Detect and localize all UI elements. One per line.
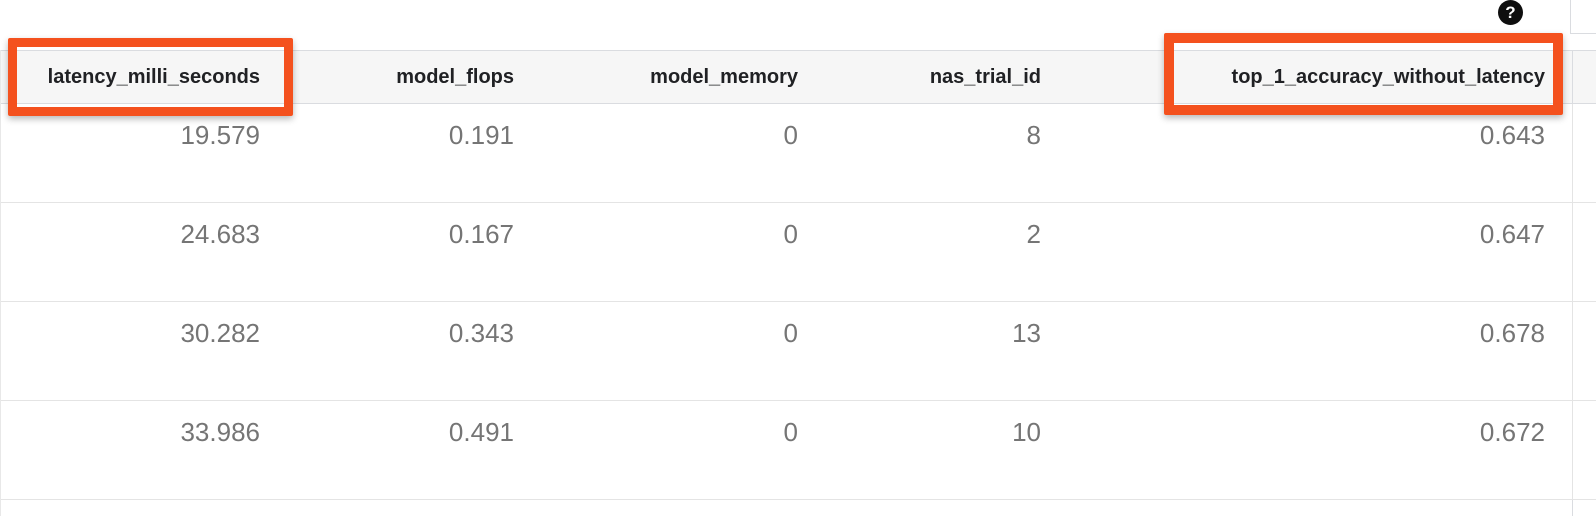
cell-overflow bbox=[1572, 401, 1596, 499]
cell-model-flops: 0.491 bbox=[448, 417, 514, 447]
cell-model-memory: 0 bbox=[783, 219, 798, 249]
table-row: 33.986 0.491 0 10 0.672 bbox=[1, 401, 1596, 500]
cell-model-memory: 0 bbox=[783, 417, 798, 447]
cell-top-1-accuracy: 0.678 bbox=[1479, 318, 1545, 348]
cell-latency: 24.683 bbox=[180, 219, 260, 249]
cell-latency: 19.579 bbox=[180, 120, 260, 150]
cell-overflow bbox=[1572, 104, 1596, 202]
cell-model-flops: 0.191 bbox=[448, 120, 514, 150]
cell-latency: 30.282 bbox=[180, 318, 260, 348]
cell-top-1-accuracy: 0.647 bbox=[1479, 219, 1545, 249]
table-row: 19.579 0.191 0 8 0.643 bbox=[1, 104, 1596, 203]
cell-model-memory: 0 bbox=[783, 318, 798, 348]
table-row: 30.282 0.343 0 13 0.678 bbox=[1, 302, 1596, 401]
metrics-table: latency_milli_seconds model_flops model_… bbox=[0, 50, 1596, 516]
cell-nas-trial-id: 2 bbox=[1026, 219, 1041, 249]
cell-model-flops: 0.343 bbox=[448, 318, 514, 348]
table-header-row: latency_milli_seconds model_flops model_… bbox=[1, 50, 1596, 104]
panel-corner-horizontal-divider bbox=[1570, 33, 1596, 34]
cell-overflow bbox=[1572, 203, 1596, 301]
column-header-overflow bbox=[1572, 51, 1596, 103]
cell-latency: 33.986 bbox=[180, 417, 260, 447]
cell-model-flops: 0.167 bbox=[448, 219, 514, 249]
column-header-nas-trial-id[interactable]: nas_trial_id bbox=[929, 65, 1041, 88]
column-header-model-flops[interactable]: model_flops bbox=[396, 65, 514, 88]
cell-nas-trial-id: 13 bbox=[1012, 318, 1041, 348]
cell-overflow bbox=[1572, 302, 1596, 400]
panel-corner-vertical-divider bbox=[1570, 0, 1571, 33]
cell-nas-trial-id: 8 bbox=[1026, 120, 1041, 150]
cell-model-memory: 0 bbox=[783, 120, 798, 150]
column-header-top-1-accuracy-without-latency[interactable]: top_1_accuracy_without_latency bbox=[1231, 65, 1545, 88]
help-icon[interactable]: ? bbox=[1498, 0, 1523, 25]
cell-nas-trial-id: 10 bbox=[1012, 417, 1041, 447]
table-row: 24.683 0.167 0 2 0.647 bbox=[1, 203, 1596, 302]
cell-top-1-accuracy: 0.643 bbox=[1479, 120, 1545, 150]
cell-overflow bbox=[1572, 500, 1596, 516]
table-row-partial bbox=[1, 500, 1596, 516]
cell-top-1-accuracy: 0.672 bbox=[1479, 417, 1545, 447]
column-header-model-memory[interactable]: model_memory bbox=[650, 65, 798, 88]
column-header-latency-milli-seconds[interactable]: latency_milli_seconds bbox=[47, 65, 260, 88]
